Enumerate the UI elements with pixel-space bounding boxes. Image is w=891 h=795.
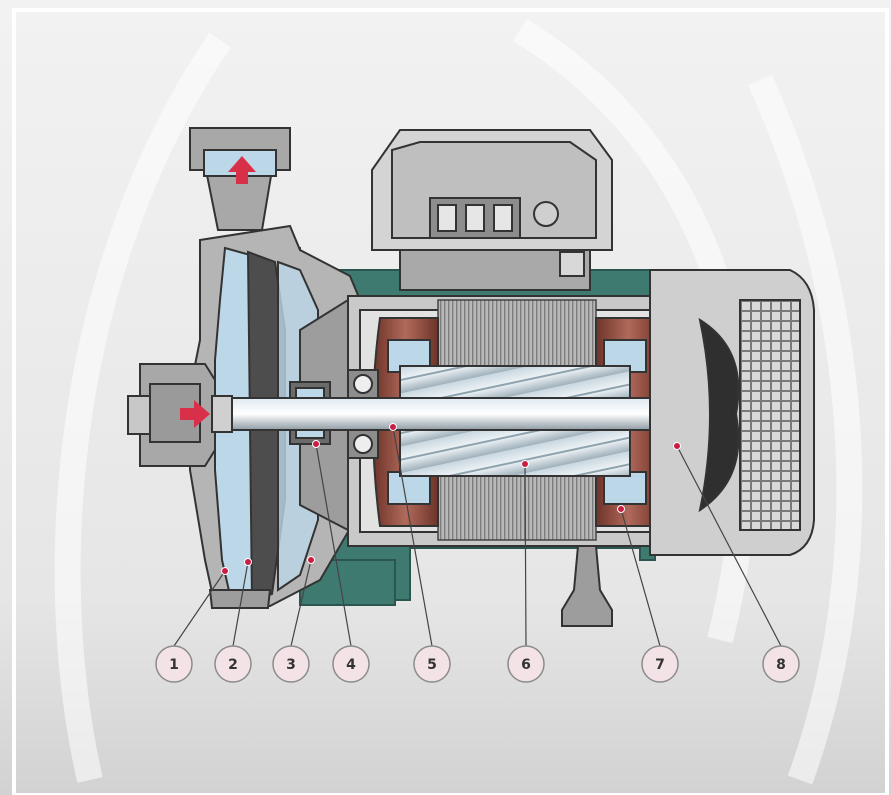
callout-number-8: 8 bbox=[776, 657, 786, 673]
callout-number-1: 1 bbox=[169, 657, 179, 673]
callout-leader-4 bbox=[315, 443, 352, 647]
stator-laminations bbox=[437, 299, 597, 541]
callout-leader-7 bbox=[620, 508, 661, 647]
callout-number-3: 3 bbox=[286, 657, 296, 673]
front-bearing bbox=[347, 369, 379, 459]
flow-arrow-up-icon bbox=[228, 156, 256, 184]
callout-leader-5 bbox=[392, 426, 433, 647]
callout-leader-8 bbox=[676, 445, 782, 647]
callouts: 1 2 3 4 5 6 7 8 bbox=[155, 423, 800, 683]
callout-leader-3 bbox=[290, 559, 312, 647]
callout-dot-3 bbox=[307, 556, 315, 564]
callout-dot-7 bbox=[617, 505, 625, 513]
callout-leader-1 bbox=[173, 570, 226, 647]
panel-border bbox=[12, 8, 889, 795]
flow-arrow-right-icon bbox=[180, 400, 210, 428]
pump-foot bbox=[208, 589, 272, 609]
impeller-nut bbox=[211, 395, 233, 433]
callout-circle-3 bbox=[272, 645, 310, 683]
callout-circle-1 bbox=[155, 645, 193, 683]
callout-dot-1 bbox=[221, 567, 229, 575]
callout-dot-8 bbox=[673, 442, 681, 450]
callout-dot-5 bbox=[389, 423, 397, 431]
callout-leader-2 bbox=[232, 561, 249, 647]
callout-dot-2 bbox=[244, 558, 252, 566]
callout-number-5: 5 bbox=[427, 657, 437, 673]
fan-cover bbox=[649, 269, 815, 556]
terminal-box bbox=[371, 129, 613, 291]
callout-number-2: 2 bbox=[228, 657, 238, 673]
callout-leader-6 bbox=[524, 463, 527, 647]
callout-circle-8 bbox=[762, 645, 800, 683]
callout-number-7: 7 bbox=[655, 657, 665, 673]
callout-circle-7 bbox=[641, 645, 679, 683]
callout-dot-6 bbox=[521, 460, 529, 468]
callout-circle-5 bbox=[413, 645, 451, 683]
callout-number-4: 4 bbox=[346, 657, 356, 673]
motor-foot bbox=[561, 545, 613, 627]
callout-number-6: 6 bbox=[521, 657, 531, 673]
callout-circle-6 bbox=[507, 645, 545, 683]
callout-circle-4 bbox=[332, 645, 370, 683]
callout-circle-2 bbox=[214, 645, 252, 683]
callout-dot-4 bbox=[312, 440, 320, 448]
